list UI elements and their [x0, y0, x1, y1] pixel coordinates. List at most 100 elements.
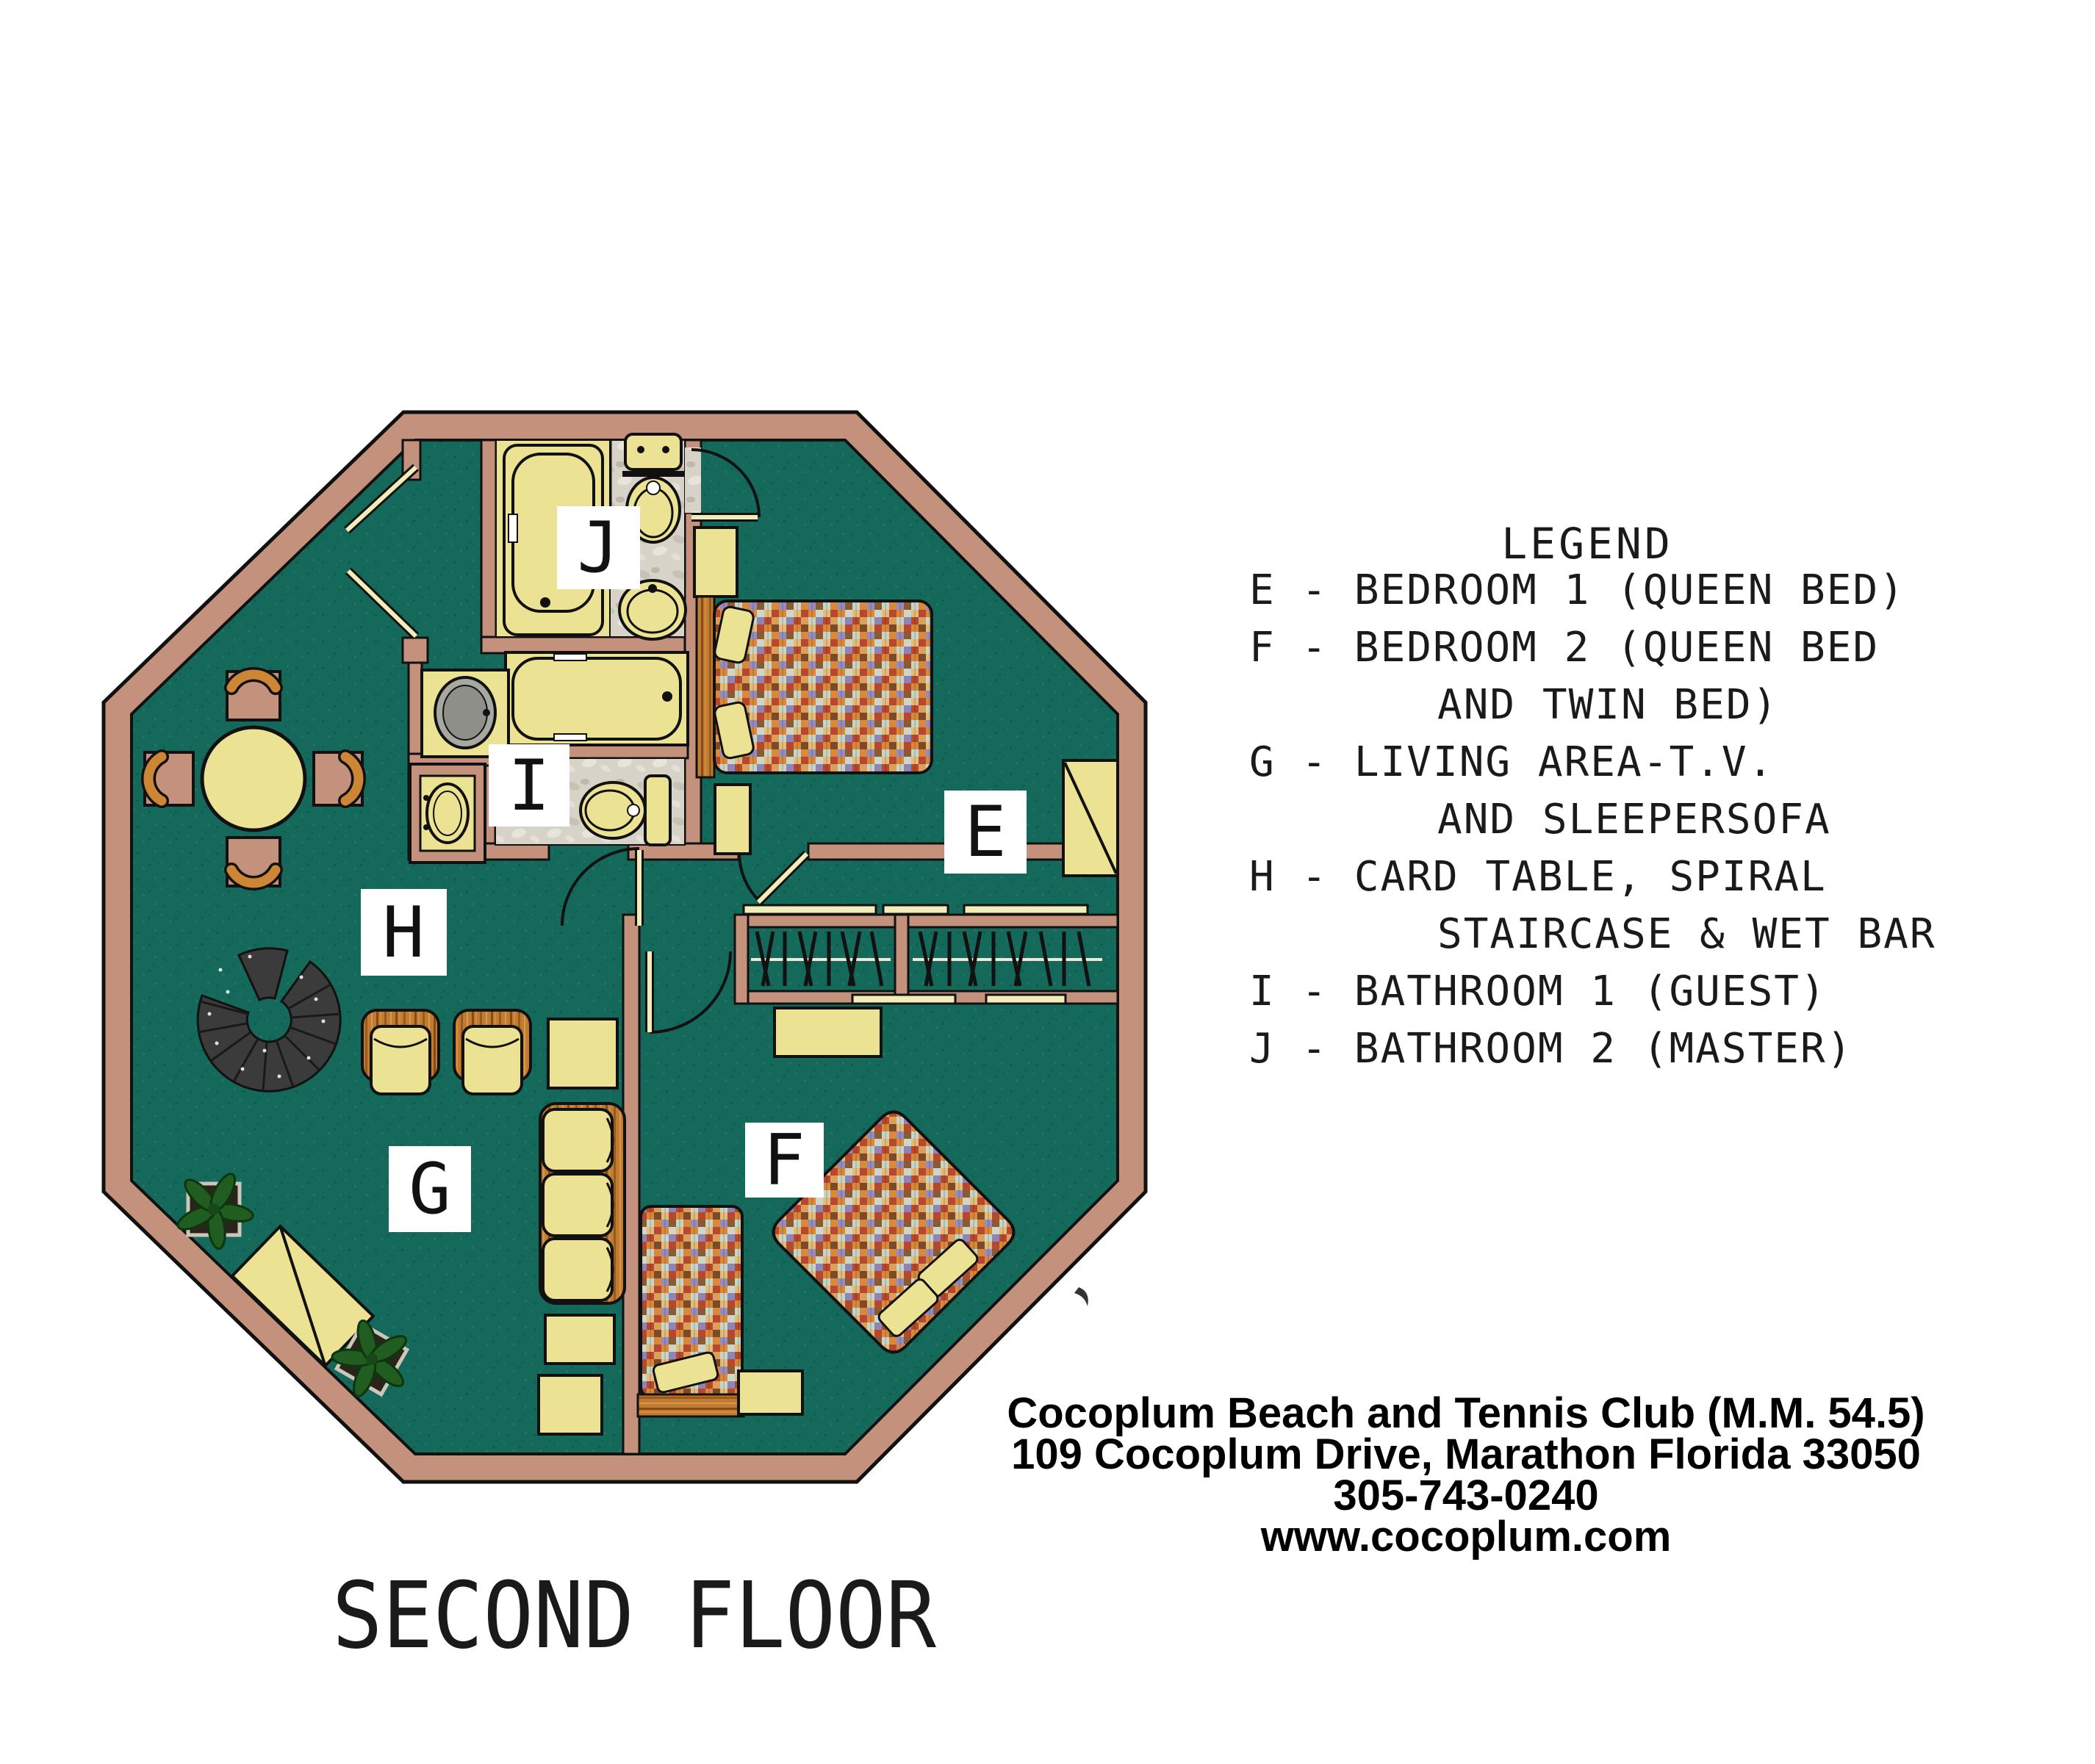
- legend-item-cont: AND TWIN BED): [1437, 681, 1778, 729]
- toilet-master-seatbar: [622, 471, 684, 477]
- stray-mark: [1074, 1287, 1088, 1306]
- label-bedroom-2: F: [763, 1120, 805, 1201]
- contact-address: 109 Cocoplum Drive, Marathon Florida 330…: [1011, 1430, 1921, 1478]
- title-block: SECOND FLOOR: [332, 1562, 937, 1669]
- legend-item: F - BEDROOM 2 (QUEEN BED: [1249, 624, 1879, 672]
- vanity-faucet: [483, 709, 490, 716]
- toilet-guest-bowl: [579, 781, 647, 840]
- sliding-door: [963, 904, 1089, 915]
- legend: LEGEND E - BEDROOM 1 (QUEEN BED) F - BED…: [1249, 519, 1936, 1073]
- contact-name: Cocoplum Beach and Tennis Club (M.M. 54.…: [1007, 1389, 1925, 1437]
- wall-notch: [401, 636, 429, 664]
- legend-item-cont: STAIRCASE & WET BAR: [1437, 910, 1936, 958]
- toilet-guest-tank: [644, 774, 672, 846]
- nightstand-f: [773, 1007, 883, 1058]
- bed-e-mattress: [713, 600, 933, 774]
- armchair: [453, 1009, 532, 1095]
- bed-f-queen: [772, 1110, 1016, 1354]
- hangers-left-closet: [755, 931, 884, 987]
- tank-dot: [637, 446, 644, 453]
- hangers-right-closet: [918, 931, 1091, 987]
- doors: [343, 448, 811, 1034]
- spiral-staircase: [196, 947, 342, 1092]
- vanity-niche: [420, 669, 510, 758]
- label-box-j: [557, 506, 640, 589]
- side-table: [547, 1018, 619, 1090]
- sofa-cushion: [542, 1108, 614, 1173]
- bedroom-2: [636, 1007, 1016, 1418]
- wall-bathJ-left: [480, 439, 497, 647]
- door-arc-master-bath: [691, 448, 761, 518]
- closets: [742, 904, 1102, 1005]
- room-labels: J I E H G F: [361, 506, 1027, 1232]
- toilet-master-tank: [624, 433, 683, 471]
- tub-ledge-bottom: [553, 733, 587, 741]
- wall-closet-top: [733, 913, 1119, 929]
- label-bathroom-1: I: [508, 746, 550, 827]
- vanity-basin-inner: [442, 685, 488, 741]
- label-bathroom-2: J: [577, 508, 619, 588]
- wall-closet-left: [733, 913, 750, 1005]
- closet-sliding-doors: [742, 904, 1089, 1005]
- sink-master-faucet: [648, 584, 657, 593]
- dresser-e-line: [1063, 762, 1118, 874]
- spiral-wedge: [237, 947, 289, 1002]
- label-living-area: G: [409, 1149, 450, 1230]
- pillow: [714, 701, 755, 760]
- wet-bar: [409, 763, 486, 864]
- armchair: [361, 1009, 440, 1095]
- label-card-area: H: [382, 893, 424, 973]
- sleeper-sofa: [539, 1102, 626, 1305]
- label-bedroom-1: E: [964, 792, 1006, 873]
- page-title: SECOND FLOOR: [332, 1562, 937, 1669]
- soap-ledge: [508, 514, 518, 543]
- label-box-g: [389, 1146, 471, 1232]
- wall-closet-mid: [894, 913, 910, 1005]
- legend-item: E - BEDROOM 1 (QUEEN BED): [1249, 566, 1905, 614]
- closet-leaf-2: [346, 569, 418, 638]
- bathtub-guest: [504, 651, 689, 746]
- sliding-door: [742, 904, 877, 915]
- potted-plant: [331, 1319, 410, 1397]
- card-table: [200, 725, 307, 832]
- label-box-h: [361, 889, 447, 976]
- sink-master: [618, 579, 687, 641]
- sofa-cushion: [542, 1237, 614, 1302]
- nightstand-e-top: [693, 526, 739, 598]
- legend-item-cont: AND SLEEPERSOFA: [1437, 796, 1831, 843]
- label-box-f: [745, 1123, 824, 1198]
- toilet-guest-hinge: [627, 804, 640, 817]
- wet-bar-knob: [423, 795, 429, 801]
- label-box-i: [489, 744, 569, 827]
- door-arc-bedroom1: [738, 853, 761, 902]
- tub-ledge-top: [553, 653, 587, 661]
- wet-bar-knob: [423, 824, 429, 830]
- dining-chair: [141, 749, 195, 808]
- sliding-door: [882, 904, 949, 915]
- legend-item: G - LIVING AREA-T.V.: [1249, 738, 1774, 786]
- card-table-area: [141, 667, 366, 890]
- potted-plant: [176, 1173, 254, 1250]
- spiral-body: [196, 960, 342, 1092]
- doorway-tile: [685, 447, 701, 513]
- pillow: [652, 1351, 719, 1394]
- side-table: [537, 1374, 603, 1436]
- door-slab-bedroom1: [756, 852, 809, 904]
- tank-dot: [662, 446, 669, 453]
- toilet-master-hinge: [646, 480, 661, 495]
- tv-stand: [230, 1224, 375, 1368]
- wet-bar-basin-inner: [433, 791, 462, 836]
- dining-chair: [224, 667, 283, 721]
- door-arc-bedroom2: [649, 951, 732, 1034]
- contact-website: www.cocoplum.com: [1260, 1513, 1672, 1560]
- sliding-door: [851, 993, 957, 1005]
- spiral-speckles: [207, 954, 326, 1079]
- headboard-e: [695, 595, 716, 779]
- side-table: [544, 1314, 616, 1365]
- sliding-door: [985, 993, 1067, 1005]
- bedroom-1: [693, 526, 1119, 877]
- footboard-twin: [636, 1393, 745, 1418]
- bathtub-guest-basin: [511, 657, 682, 741]
- legend-item: H - CARD TABLE, SPIRAL: [1249, 853, 1827, 901]
